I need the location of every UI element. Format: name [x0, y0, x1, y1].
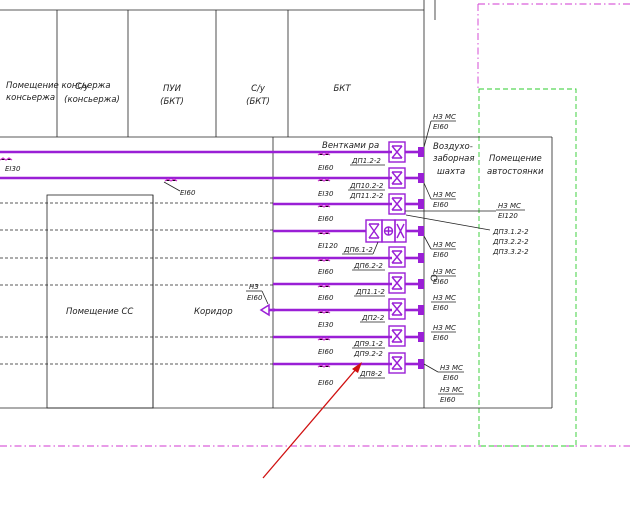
room-shaft-line2: заборная — [433, 154, 474, 164]
room-bkt: БКТ — [333, 84, 351, 94]
damper-label-2: ДП10.2-2 — [349, 182, 384, 190]
svg-text:НЗ МС: НЗ МС — [433, 268, 456, 276]
svg-text:НЗ МС: НЗ МС — [498, 202, 521, 210]
damper-labels: ДП1.2-2 ДП10.2-2 ДП11.2-2 ДП6.1-2 ДП6.2-… — [342, 157, 385, 379]
room-ventkamera: Вентками ра — [322, 141, 379, 151]
rating-corridor: EI60 — [247, 294, 263, 302]
svg-text:EI60: EI60 — [433, 123, 449, 131]
rating-5: EI60 — [318, 215, 334, 223]
rating-3: EI60 — [318, 164, 334, 172]
svg-text:EI60: EI60 — [433, 201, 449, 209]
fire-damper-icon — [394, 219, 407, 243]
rating-1: EI30 — [5, 165, 21, 173]
rating-10: EI60 — [318, 348, 334, 356]
svg-text:ДП3.2.2-2: ДП3.2.2-2 — [492, 238, 529, 246]
room-wc-concierge-line1: С/у — [75, 82, 90, 92]
svg-text:EI60: EI60 — [433, 334, 449, 342]
svg-text:EI60: EI60 — [433, 278, 449, 286]
room-parking-line1: Помещение — [489, 154, 542, 164]
room-wc-bkt-line1: С/у — [251, 84, 266, 94]
svg-text:EI120: EI120 — [498, 212, 518, 220]
nz-ms-labels: НЗ МС EI60 НЗ МС EI60 НЗ МС EI60 НЗ МС E… — [423, 113, 464, 404]
room-shaft-line3: шахта — [437, 167, 465, 177]
rating-7: EI60 — [318, 268, 334, 276]
damper-label-10: ДП8-2 — [359, 370, 383, 378]
svg-text:НЗ МС: НЗ МС — [440, 364, 463, 372]
svg-text:ДП3.1.2-2: ДП3.1.2-2 — [492, 228, 529, 236]
svg-text:НЗ МС: НЗ МС — [433, 113, 456, 121]
ducts — [0, 150, 392, 366]
damper-label-4: ДП6.1-2 — [343, 246, 373, 254]
shaft-connections — [405, 150, 420, 366]
svg-text:EI60: EI60 — [443, 374, 459, 382]
parking-zone-boundary — [478, 88, 577, 447]
duct-ratings: EI30 EI60 EI60 EI30 EI60 EI120 EI60 EI60… — [5, 164, 338, 387]
rating-2: EI60 — [180, 189, 196, 197]
room-parking-line2: автостоянки — [487, 167, 544, 177]
header-partitions — [0, 0, 436, 138]
svg-text:НЗ МС: НЗ МС — [433, 324, 456, 332]
damper-label-1: ДП1.2-2 — [351, 157, 381, 165]
svg-text:НЗ МС: НЗ МС — [433, 294, 456, 302]
room-wc-bkt-line2: (БКТ) — [246, 97, 270, 107]
room-ss: Помещение СС — [66, 307, 133, 317]
rating-11: EI60 — [318, 379, 334, 387]
room-concierge-line2: консьержа — [6, 93, 55, 103]
damper-label-8: ДП9.1-2 — [353, 340, 383, 348]
dashed-lines — [0, 202, 273, 365]
svg-text:EI60: EI60 — [433, 251, 449, 259]
grille-icon — [259, 303, 270, 317]
svg-text:EI60: EI60 — [440, 396, 456, 404]
svg-text:EI60: EI60 — [433, 304, 449, 312]
damper-label-7: ДП2-2 — [361, 314, 385, 322]
svg-text:НЗ МС: НЗ МС — [433, 241, 456, 249]
room-concierge-line1: Помещение консьержа — [6, 81, 111, 91]
damper-label-3: ДП11.2-2 — [349, 192, 384, 200]
nz-label-corridor: НЗ — [249, 283, 259, 291]
room-pui-line2: (БКТ) — [160, 97, 184, 107]
fan-damper-icon — [381, 219, 396, 243]
room-shaft-line1: Воздухо- — [433, 142, 473, 152]
svg-text:НЗ МС: НЗ МС — [433, 191, 456, 199]
rating-8: EI60 — [318, 294, 334, 302]
annotation-arrow — [262, 362, 362, 479]
damper-label-6: ДП1.1-2 — [355, 288, 385, 296]
parking-damper-labels: НЗ МС EI120 ДП3.1.2-2 ДП3.2.2-2 ДП3.3.2-… — [405, 202, 529, 256]
fire-damper-icon — [365, 219, 383, 243]
room-wc-concierge-line2: (консьержа) — [64, 95, 120, 105]
rating-6: EI120 — [318, 242, 338, 250]
svg-text:ДП3.3.2-2: ДП3.3.2-2 — [492, 248, 529, 256]
svg-text:НЗ МС: НЗ МС — [440, 386, 463, 394]
rating-9: EI30 — [318, 321, 334, 329]
room-corridor: Коридор — [194, 307, 233, 317]
rating-4: EI30 — [318, 190, 334, 198]
actuator-blocks — [418, 147, 424, 369]
insulation-marks — [0, 152, 331, 368]
damper-label-5: ДП6.2-2 — [353, 262, 383, 270]
damper-label-9: ДП9.2-2 — [353, 350, 383, 358]
room-pui-line1: ПУИ — [163, 84, 182, 94]
